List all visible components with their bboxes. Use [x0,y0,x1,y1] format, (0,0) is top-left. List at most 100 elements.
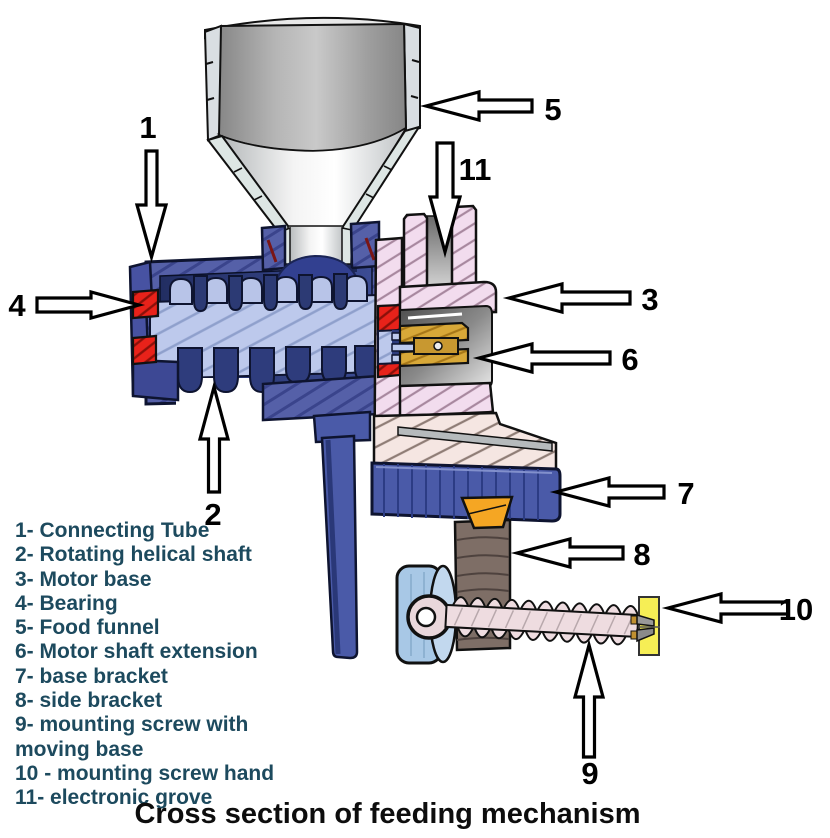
shaft-tooth-up [169,274,368,305]
bracket-ribs [383,464,539,520]
mounting-screw-hand [630,596,660,656]
legend-line: 9- mounting screw with [15,713,249,737]
callout-label-10: 10 [779,592,813,627]
cone-wall-tick [253,195,263,201]
arrow-3 [502,281,632,315]
bracket-top-highlight [375,466,553,474]
screw-threads-bottom [456,626,628,646]
callout-11: 11 [427,141,492,259]
base-bracket [370,461,562,523]
screw-segment-lines [453,607,633,635]
arrow-9 [572,638,606,759]
callout-arrows: 1 2 3 4 5 6 7 8 [8,89,813,791]
motor-prong-left [402,212,429,294]
legend-line: 8- side bracket [15,689,163,713]
cavity-highlight [407,312,463,320]
callout-label-9: 9 [581,756,598,791]
handle-slot-top [636,613,655,627]
funnel-body [217,22,408,153]
callout-3: 3 [502,281,659,317]
arrow-8 [510,536,625,570]
callout-label-4: 4 [8,288,26,323]
bearing-right-top [376,303,402,334]
orange-wedge-line [467,504,507,515]
legend: 1- Connecting Tube 2- Rotating helical s… [15,519,355,811]
callout-4: 4 [8,288,146,323]
side-bracket-lines [456,536,510,641]
cone-wall-tick [383,165,393,171]
food-funnel [203,16,422,267]
collar-red-tick [266,239,278,263]
handle-tan-bit [630,630,638,640]
orange-wedge [460,495,514,530]
arrow-4 [35,289,146,321]
legend-line: 2- Rotating helical shaft [15,543,252,567]
support-plate [372,411,558,471]
legend-line: 3- Motor base [15,567,152,591]
legend-line: 4- Bearing [15,591,118,615]
callout-label-1: 1 [139,110,156,145]
screw-threads-top [451,596,640,617]
callout-label-11: 11 [459,152,492,187]
callout-2: 2 [197,380,231,532]
collar-red-tick [364,237,376,261]
legend-line: 5- Food funnel [15,616,160,640]
gold-ball [433,341,443,351]
legend-line: 1- Connecting Tube [15,519,210,542]
callout-10: 10 [661,591,813,627]
funnel-wall-tick [410,95,419,99]
cone-wall-tick [365,193,375,199]
callout-label-2: 2 [204,497,221,532]
callout-label-5: 5 [544,92,561,127]
base-bracket-leg [312,410,372,660]
legend-line: 10 - mounting screw hand [15,761,275,785]
funnel-wall-tick [205,61,214,65]
arrow-2 [197,380,231,494]
diagram-title: Cross section of feeding mechanism [134,798,641,830]
screw-eyelet-hole [415,606,437,628]
cavity-finger-up [193,273,348,313]
legend-line: 7- base bracket [15,664,168,688]
collar-wall-left [260,224,287,272]
moving-base [395,564,458,665]
leg-edge-shadow [325,439,341,655]
callout-label-8: 8 [633,537,650,572]
legend-line: 6- Motor shaft extension [15,640,258,664]
bearing-left-bottom [131,334,158,366]
motor-bottom-block [398,381,495,418]
end-cap-foot [131,358,180,402]
arrow-1 [134,149,169,263]
cone-wall-tick [233,167,243,173]
bearings [131,288,160,366]
shaft-tooth-down-long [177,347,275,394]
callout-9: 9 [572,638,606,791]
rotating-helical-shaft [149,273,381,422]
leg-junction [312,410,372,444]
bearing-left-top [131,288,160,320]
arrow-10 [661,591,790,625]
legend-line: moving base [15,737,144,761]
motor-shaft-extension [391,321,470,368]
arrow-11 [427,141,463,259]
arrow-5 [419,89,534,123]
callout-8: 8 [510,536,651,572]
callout-label-7: 7 [677,476,694,511]
callout-6: 6 [472,341,639,377]
mounting-screw [444,596,640,646]
plate-gray-edge [397,426,553,452]
legend-line: 11- electronic grove [15,786,213,810]
handle-tan-bit [630,615,638,625]
callout-5: 5 [419,89,562,127]
screw-core [444,603,640,638]
funnel-wall-tick [411,59,420,63]
callout-label-6: 6 [621,342,638,377]
arrow-6 [472,341,612,375]
callout-7: 7 [549,475,695,511]
funnel-wall-tick [206,97,215,101]
arrow-7 [549,475,666,509]
callout-1: 1 [134,110,169,263]
handle-slot-bottom [636,627,655,643]
callout-label-3: 3 [641,282,658,317]
